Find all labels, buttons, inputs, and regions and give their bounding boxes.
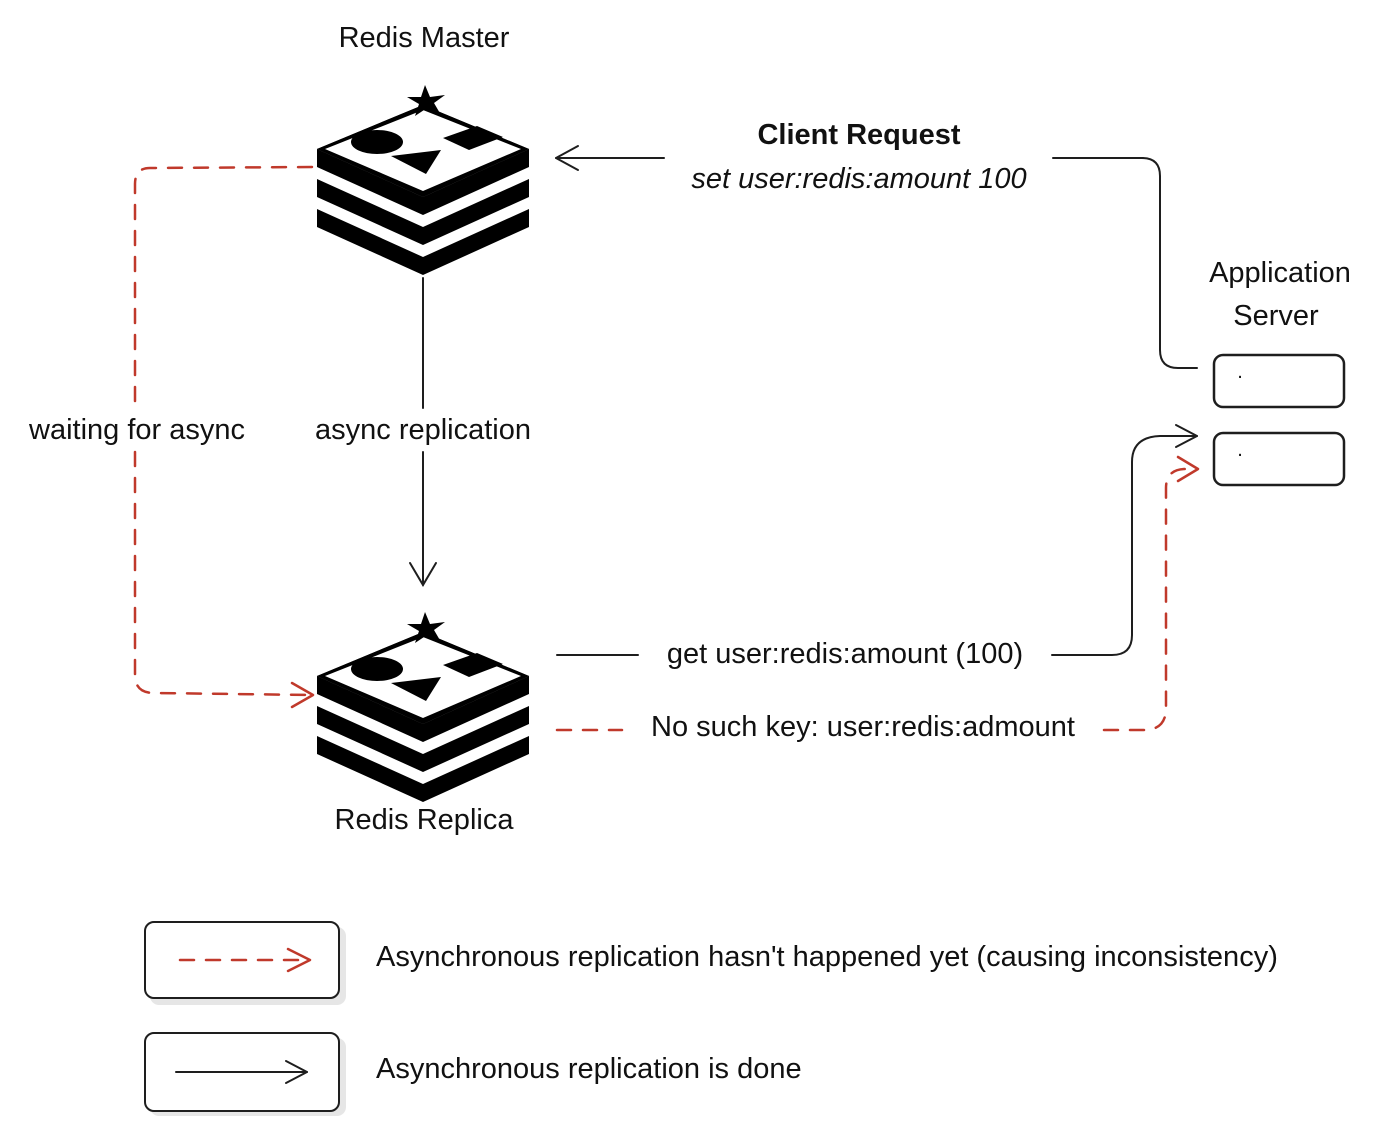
client-request-title: Client Request [757, 119, 961, 151]
legend-dashed-arrowhead [286, 947, 312, 973]
legend-inconsistent-text: Asynchronous replication hasn't happened… [376, 941, 1278, 973]
no-key-response-label: No such key: user:redis:admount [645, 713, 1081, 742]
redis-replica-logo-icon [317, 612, 529, 802]
get-response-label: get user:redis:amount (100) [660, 640, 1030, 669]
app-server-instance-2 [1212, 431, 1346, 487]
waiting-async-label: waiting for async [23, 416, 251, 445]
waiting-async-arrow [133, 165, 314, 697]
app-server-instance-1 [1212, 353, 1346, 409]
app-server-label-line2: Server [1233, 300, 1319, 332]
get-response-arrow [556, 424, 1198, 656]
legend-solid-arrowhead [285, 1060, 308, 1084]
waiting-async-arrowhead [290, 681, 315, 709]
async-replication-label: async replication [309, 416, 537, 445]
app-server-label-line1: Application [1209, 257, 1351, 289]
legend-done-text: Asynchronous replication is done [376, 1053, 802, 1085]
redis-master-label: Redis Master [338, 22, 510, 54]
app-server-instance-2-marker: . [1237, 439, 1243, 461]
async-replication-arrow [409, 277, 437, 587]
app-server-instance-1-marker: . [1237, 361, 1243, 383]
client-request-command: set user:redis:amount 100 [691, 163, 1027, 195]
no-key-response-arrow [555, 467, 1199, 732]
redis-master-logo-icon [317, 85, 529, 275]
redis-replica-label: Redis Replica [334, 804, 514, 836]
no-key-response-arrowhead [1176, 455, 1200, 483]
client-request-arrow [555, 145, 1198, 369]
